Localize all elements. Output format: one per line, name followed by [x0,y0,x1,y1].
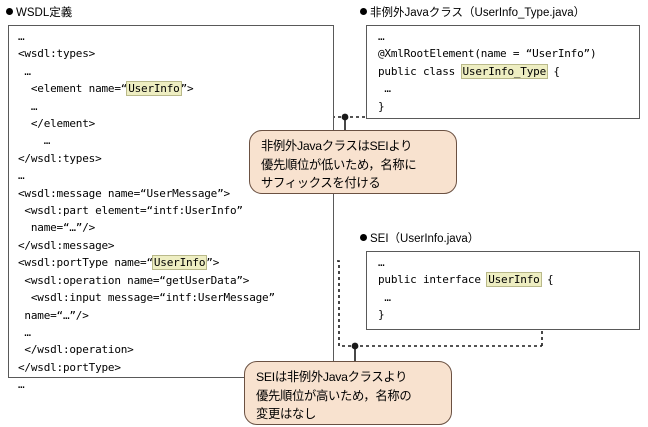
sei-panel-title: SEI（UserInfo.java） [360,232,479,246]
code-line: } [378,308,385,322]
code-line: public class UserInfo_Type { [378,63,560,79]
sei-priority-note: SEIは非例外Javaクラスより 優先順位が高いため，名称の 変更はなし [244,361,452,425]
code-line: … [18,134,51,148]
code-line: <element name=“UserInfo”> [18,81,194,97]
code-line: } [378,99,385,113]
wsdl-element-name-highlight: UserInfo [126,81,182,97]
code-line: <wsdl:operation name=“getUserData”> [18,273,250,287]
wsdl-panel-title-text: WSDL定義 [16,7,73,19]
wsdl-code-box [8,25,334,378]
code-line: </wsdl:types> [18,151,102,165]
code-line: … [378,290,391,304]
code-line: </wsdl:portType> [18,360,121,374]
non-exception-java-class-note: 非例外JavaクラスはSEIより 優先順位が低いため，名称に サフィックスを付け… [249,130,457,194]
code-line: … [18,378,25,392]
code-line: … [18,64,31,78]
code-line: public interface UserInfo { [378,272,554,288]
code-line: <wsdl:types> [18,47,96,61]
javaclass-panel-title-text: 非例外Javaクラス（UserInfo_Type.java） [370,7,586,19]
javaclass-panel-title: 非例外Javaクラス（UserInfo_Type.java） [360,6,585,20]
sei-code-box [366,251,640,330]
code-line: … [378,256,385,269]
sei-panel-title-text: SEI（UserInfo.java） [370,233,480,245]
sei-name-highlight: UserInfo [486,272,542,288]
bullet-icon [360,234,367,241]
code-line: name=“…”/> [18,221,96,235]
code-line: <wsdl:part element=“intf:UserInfo” [18,204,243,218]
code-line: <wsdl:message name=“UserMessage”> [18,186,230,200]
wsdl-code: … <wsdl:types> … <element name=“UserInfo… [18,28,334,394]
bullet-icon [360,8,367,15]
code-line: <wsdl:portType name=“UserInfo”> [18,255,220,271]
javaclass-name-highlight: UserInfo_Type [460,63,548,79]
code-line: </wsdl:operation> [18,343,134,357]
code-line: … [18,99,38,113]
sei-code: … public interface UserInfo { … } [378,254,640,324]
code-line: </wsdl:message> [18,238,115,252]
code-line: … [378,82,391,96]
code-line: … [18,169,25,183]
code-line: @XmlRootElement(name = “UserInfo”) [378,47,597,61]
code-line: </element> [18,117,96,131]
code-line: … [378,30,385,43]
code-line: <wsdl:input message=“intf:UserMessage” [18,291,275,305]
code-line: name=“…”/> [18,308,89,322]
bullet-icon [6,8,13,15]
javaclass-code: … @XmlRootElement(name = “UserInfo”) pub… [378,28,640,115]
wsdl-panel-title: WSDL定義 [6,6,72,20]
code-line: … [18,325,31,339]
wsdl-porttype-name-highlight: UserInfo [151,255,208,271]
code-line: … [18,30,25,43]
